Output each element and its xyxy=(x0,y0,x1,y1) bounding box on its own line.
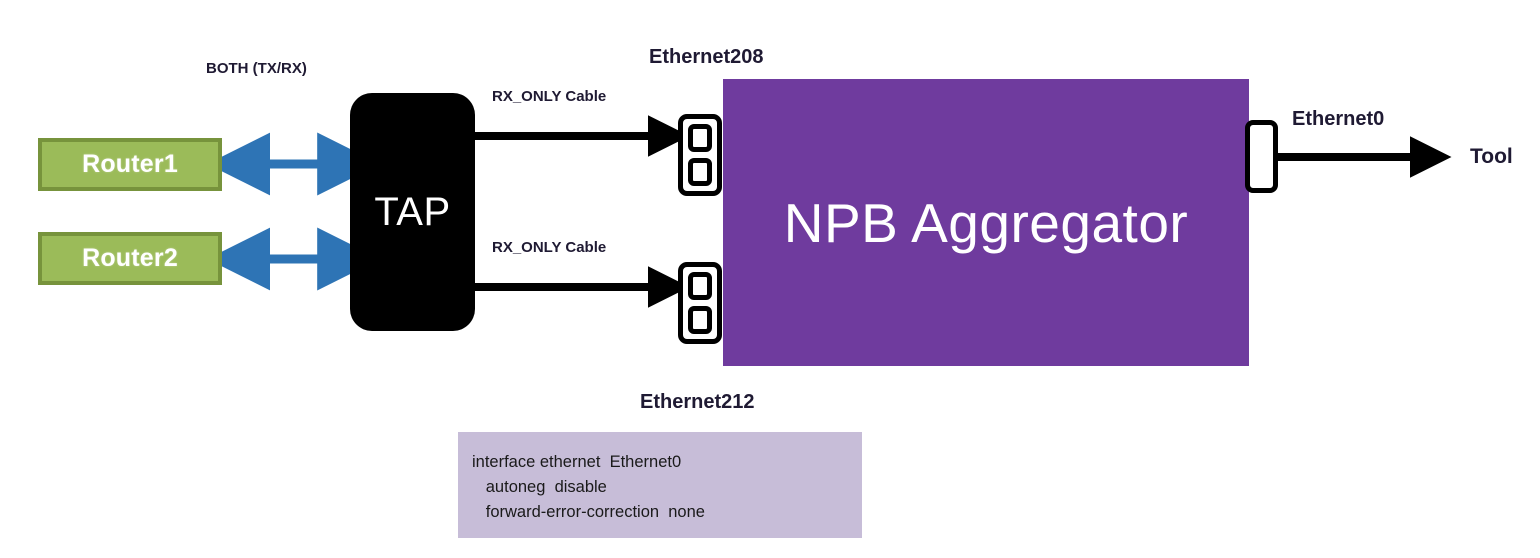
port-cell-lower xyxy=(688,306,712,334)
config-line: interface ethernet Ethernet0 xyxy=(472,453,682,471)
double-square-port-icon[interactable] xyxy=(678,114,722,196)
port-label-ethernet0: Ethernet0 xyxy=(1292,108,1385,130)
port-cell-upper xyxy=(688,124,712,152)
port-cell-lower xyxy=(688,158,712,186)
node-npb-aggregator[interactable]: NPB Aggregator xyxy=(723,79,1249,366)
npb-label: NPB Aggregator xyxy=(783,191,1189,254)
link-label-both: BOTH (TX/RX) xyxy=(206,60,307,77)
node-tool-label: Tool xyxy=(1470,145,1513,168)
double-square-port-icon[interactable] xyxy=(678,262,722,344)
single-port-icon[interactable] xyxy=(1245,120,1278,193)
node-router2[interactable]: Router2 xyxy=(38,232,222,285)
port-label-ethernet208: Ethernet208 xyxy=(649,46,764,68)
router1-label: Router1 xyxy=(82,150,178,178)
config-snippet-box: interface ethernet Ethernet0 autoneg dis… xyxy=(458,432,862,538)
config-line: autoneg disable xyxy=(472,478,607,496)
tap-label: TAP xyxy=(374,189,451,234)
link-label-rx-only-bottom: RX_ONLY Cable xyxy=(492,239,607,256)
port-cell-upper xyxy=(688,272,712,300)
port-label-ethernet212: Ethernet212 xyxy=(640,391,755,413)
node-router1[interactable]: Router1 xyxy=(38,138,222,191)
node-tap[interactable]: TAP xyxy=(350,93,475,331)
link-label-rx-only-top: RX_ONLY Cable xyxy=(492,88,607,105)
config-line: forward-error-correction none xyxy=(472,503,705,521)
router2-label: Router2 xyxy=(82,244,178,272)
